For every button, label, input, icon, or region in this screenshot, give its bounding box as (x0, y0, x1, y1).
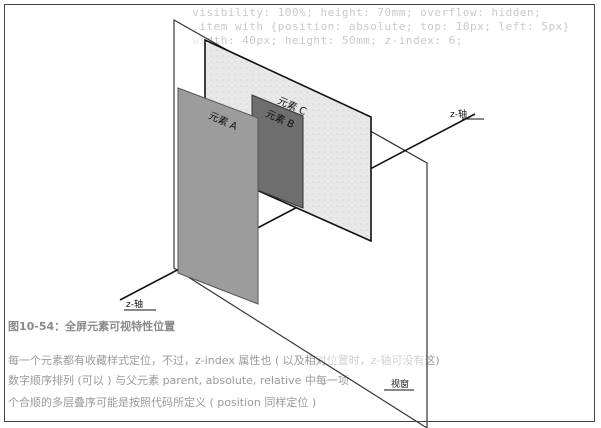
background-code-line: visibility: 100%; height: 70mm; overflow… (178, 6, 542, 19)
background-paragraph-line: 个合顺的多层叠序可能是按照代码所定义 ( position 同样定位 ) (8, 396, 317, 409)
element-a-plane (177, 87, 259, 305)
background-caption: 图10-54：全屏元素可视特性位置 (8, 320, 176, 333)
background-code-line: .item with {position: absolute; top: 10p… (178, 20, 570, 33)
z-axis-back-label: z-轴 (450, 108, 467, 120)
z-axis-front-label: z-轴 (126, 298, 143, 310)
background-paragraph-line: 数字顺序排列 (可以 ) 与父元素 parent, absolute, rela… (8, 374, 349, 387)
viewport-label: 视窗 (391, 378, 409, 390)
